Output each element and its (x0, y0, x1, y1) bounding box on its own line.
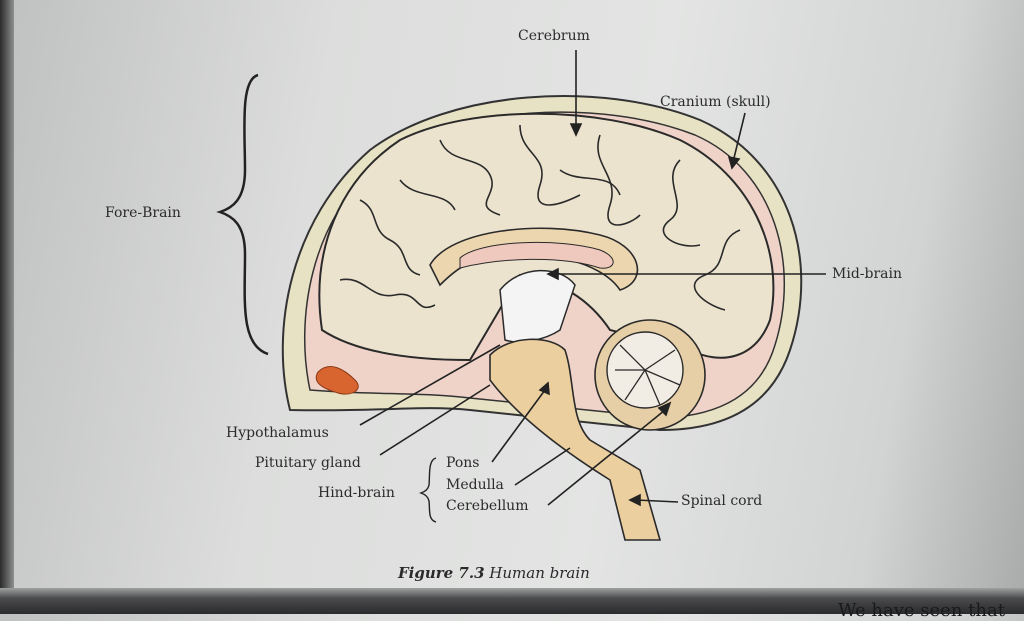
figure-caption: Figure 7.3 Human brain (398, 564, 590, 582)
label-cerebrum: Cerebrum (518, 28, 590, 44)
label-fore-brain: Fore-Brain (105, 205, 181, 221)
label-spinal-cord: Spinal cord (681, 493, 763, 509)
pituitary-orange (315, 366, 359, 395)
label-cerebellum: Cerebellum (446, 498, 529, 514)
label-pituitary: Pituitary gland (255, 455, 361, 471)
label-hypothalamus: Hypothalamus (226, 425, 329, 441)
screen-bezel-left (0, 0, 14, 614)
label-mid-brain: Mid-brain (832, 266, 902, 282)
screen-bottom-shadow (0, 588, 1024, 614)
fore-brain-brace (216, 73, 269, 356)
caption-number: Figure 7.3 (398, 564, 485, 582)
caption-title: Human brain (489, 564, 590, 582)
brain-stem (489, 338, 662, 541)
label-cranium: Cranium (skull) (660, 94, 771, 110)
label-pons: Pons (446, 455, 480, 471)
trailing-text: We have seen that (838, 600, 1005, 621)
label-hind-brain: Hind-brain (318, 485, 395, 501)
label-medulla: Medulla (446, 477, 504, 493)
